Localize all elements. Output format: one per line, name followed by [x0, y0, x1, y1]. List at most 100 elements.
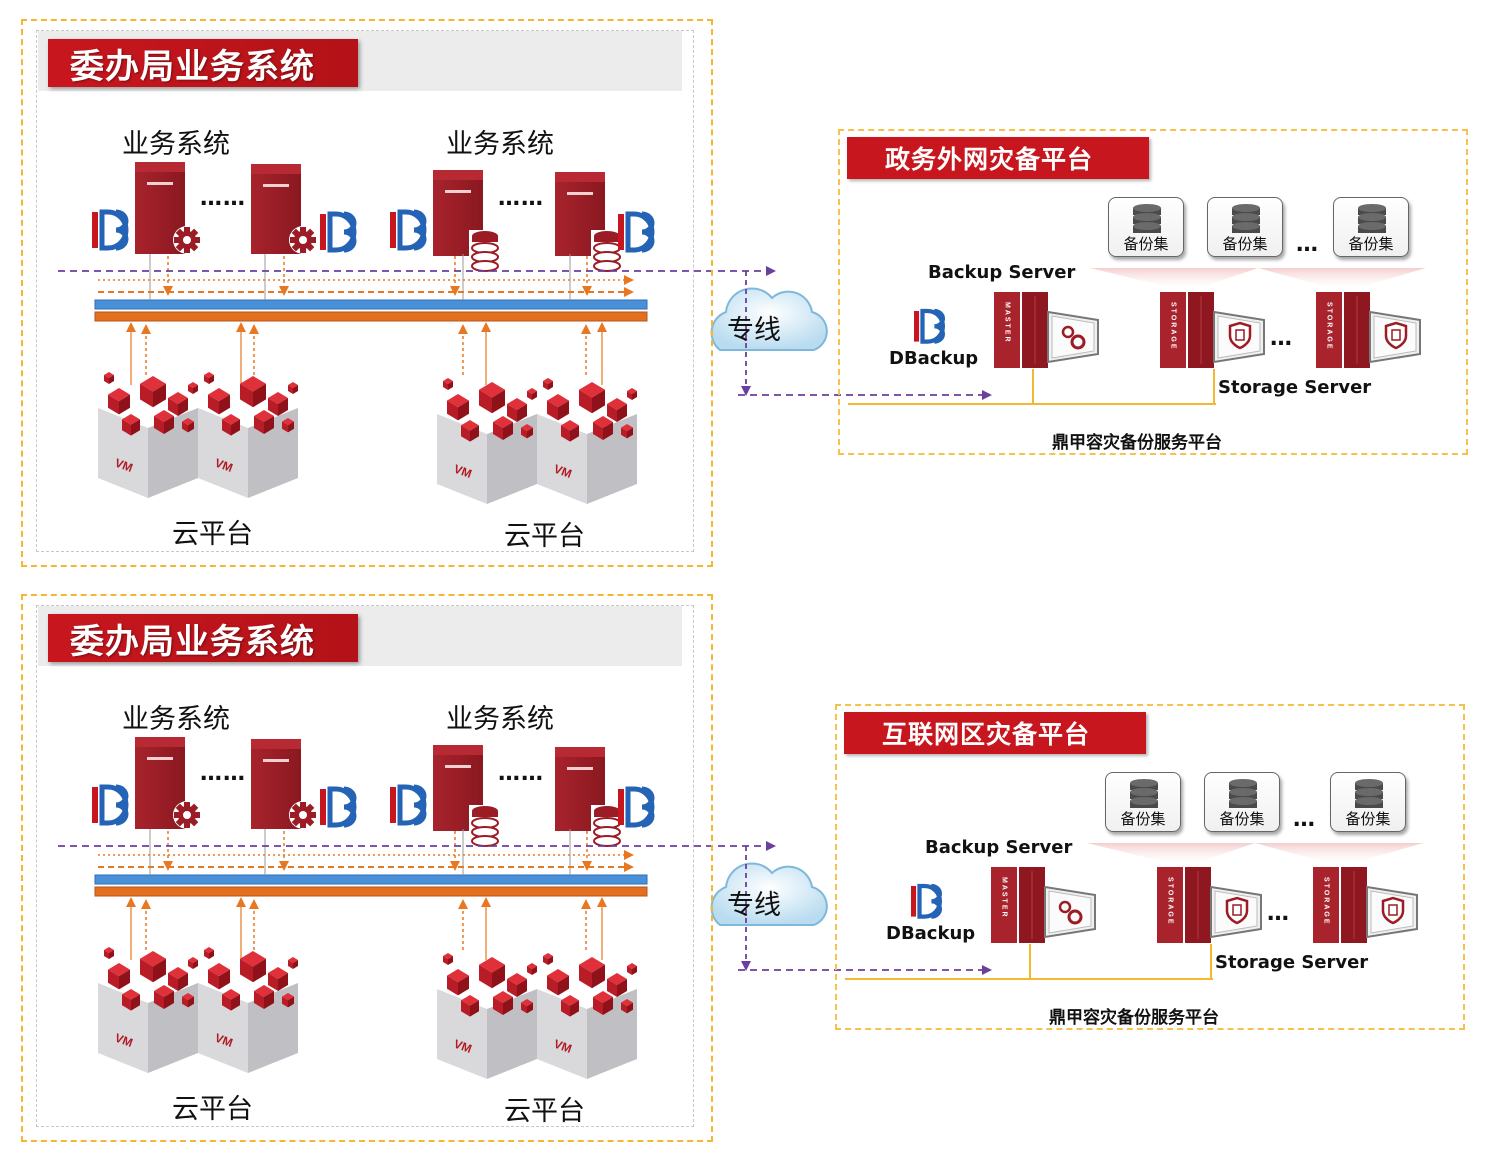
svg-text:STORAGE: STORAGE [1167, 877, 1174, 926]
platform-label: 鼎甲容灾备份服务平台 [1052, 433, 1222, 453]
backup-set-label: 备份集 [1123, 235, 1169, 253]
dbackup-label: DBackup [889, 348, 979, 369]
backup-set-icon: 备份集 [1108, 197, 1184, 257]
dr-platform-title: 政务外网灾备平台 [847, 137, 1149, 179]
backup-set-label: 备份集 [1219, 810, 1265, 828]
system-label: 业务系统 [446, 704, 554, 735]
ellipsis: …… [498, 761, 544, 786]
gear-icon [1058, 900, 1083, 925]
gear-icon [289, 226, 317, 254]
business-title: 委办局业务系统 [48, 614, 358, 662]
storage-server-label: Storage Server [1215, 952, 1369, 973]
ellipsis: …… [200, 761, 246, 786]
dbackup-label: DBackup [886, 923, 976, 944]
master-server-icon: MASTER [991, 867, 1096, 943]
ellipsis: …… [498, 186, 544, 211]
dr-region-border [835, 704, 1465, 1030]
shield-icon [1384, 321, 1408, 350]
svg-text:VM: VM [452, 1037, 474, 1056]
svg-text:VM: VM [213, 456, 235, 475]
svg-text:VM: VM [552, 462, 574, 481]
vm-cube-icon: VM [437, 378, 537, 504]
storage-ellipsis: … [1270, 326, 1293, 351]
svg-text:STORAGE: STORAGE [1323, 877, 1330, 926]
storage-rack-icon: STORAGE [1160, 292, 1265, 368]
db-logo-icon [92, 209, 129, 251]
system-label: 业务系统 [122, 704, 230, 735]
vm-cube-icon: VM [537, 953, 637, 1079]
cloud-platform-label: 云平台 [504, 1096, 585, 1127]
business-region-border [21, 19, 713, 567]
system-label: 业务系统 [446, 129, 554, 160]
section-bottom-graphics: VM VM VM VM MASTER STORAGE STORAGE [58, 737, 1423, 1079]
backup-set-label: 备份集 [1345, 810, 1391, 828]
db-logo-icon [618, 786, 655, 828]
db-logo-icon [390, 784, 427, 826]
backup-server-label: Backup Server [925, 837, 1073, 858]
business-inner-border [36, 30, 694, 552]
svg-text:VM: VM [213, 1031, 235, 1050]
svg-text:MASTER: MASTER [1001, 877, 1008, 919]
shield-icon [1381, 896, 1405, 925]
database-icon [469, 230, 501, 272]
platform-label: 鼎甲容灾备份服务平台 [1049, 1008, 1219, 1028]
master-server-icon: MASTER [994, 292, 1099, 368]
gear-icon [173, 226, 201, 254]
db-logo-icon [618, 211, 655, 253]
svg-text:VM: VM [113, 456, 135, 475]
svg-text:VM: VM [113, 1031, 135, 1050]
backup-set-label: 备份集 [1348, 235, 1394, 253]
business-region-border [21, 594, 713, 1142]
database-icon [469, 805, 501, 847]
backup-set-label: 备份集 [1120, 810, 1166, 828]
svg-text:STORAGE: STORAGE [1170, 302, 1177, 351]
leased-line-label: 专线 [727, 890, 781, 921]
db-logo-icon [320, 211, 357, 253]
backup-set-icon: 备份集 [1105, 772, 1181, 832]
backup-set-icon: 备份集 [1204, 772, 1280, 832]
vm-cube-icon: VM [198, 372, 298, 498]
leased-line-label: 专线 [727, 315, 781, 346]
cloud-platform-label: 云平台 [172, 519, 253, 550]
business-inner-border [36, 605, 694, 1127]
storage-rack-icon: STORAGE [1313, 867, 1418, 943]
cloud-platform-label: 云平台 [504, 521, 585, 552]
system-label: 业务系统 [122, 129, 230, 160]
cloud-icon [710, 287, 828, 351]
backup-server-label: Backup Server [928, 262, 1076, 283]
db-logo-icon [390, 209, 427, 251]
business-title: 委办局业务系统 [48, 39, 358, 87]
vm-cube-icon: VM [98, 372, 198, 498]
ellipsis: …… [200, 186, 246, 211]
backup-set-ellipsis: … [1296, 232, 1319, 257]
vm-cube-icon: VM [198, 947, 298, 1073]
svg-text:VM: VM [552, 1037, 574, 1056]
gear-icon [173, 801, 201, 829]
db-logo-icon [914, 308, 945, 344]
db-logo-icon [92, 784, 129, 826]
shield-icon [1228, 321, 1252, 350]
db-logo-icon [320, 786, 357, 828]
backup-set-icon: 备份集 [1333, 197, 1409, 257]
vm-cube-icon: VM [98, 947, 198, 1073]
section-top-graphics: VM VM VM VM MASTER STORAGE STORAGE [58, 162, 1426, 504]
storage-server-label: Storage Server [1218, 377, 1372, 398]
cloud-platform-label: 云平台 [172, 1094, 253, 1125]
storage-rack-icon: STORAGE [1157, 867, 1262, 943]
storage-rack-icon: STORAGE [1316, 292, 1421, 368]
vm-cube-icon: VM [537, 378, 637, 504]
cloud-icon [710, 862, 828, 926]
database-icon [591, 230, 623, 272]
vm-cube-icon: VM [437, 953, 537, 1079]
db-logo-icon [911, 883, 942, 919]
svg-text:STORAGE: STORAGE [1326, 302, 1333, 351]
shield-icon [1225, 896, 1249, 925]
backup-set-label: 备份集 [1222, 235, 1268, 253]
dr-platform-title: 互联网区灾备平台 [844, 712, 1146, 754]
storage-ellipsis: … [1267, 901, 1290, 926]
gear-icon [1061, 325, 1086, 350]
dr-region-border [838, 129, 1468, 455]
svg-text:VM: VM [452, 462, 474, 481]
svg-text:MASTER: MASTER [1004, 302, 1011, 344]
